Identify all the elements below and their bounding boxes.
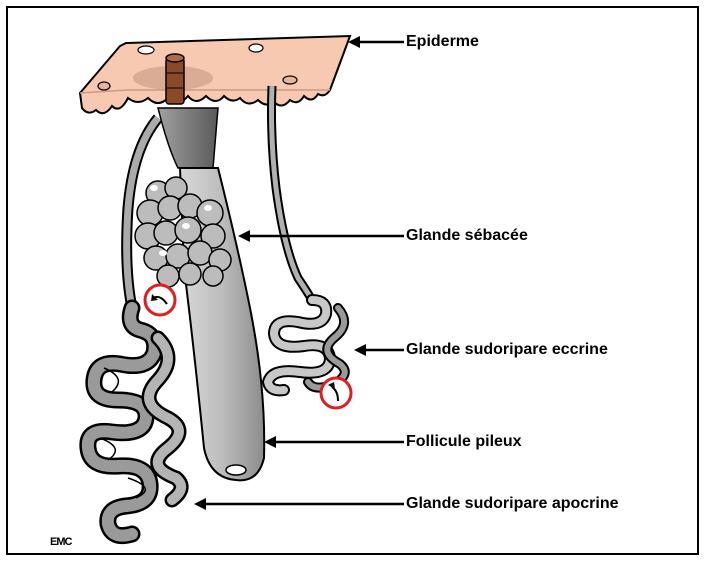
- diagram-frame: Epiderme Glande sébacée Glande sudoripar…: [6, 6, 699, 555]
- skin-anatomy-illustration: [8, 8, 697, 553]
- hair-shaft: [166, 54, 184, 104]
- emc-signature: EMC: [50, 536, 71, 548]
- highlight-circle-apocrine: [145, 285, 175, 315]
- label-epiderme: Epiderme: [406, 33, 479, 51]
- label-glande-sebacee: Glande sébacée: [406, 227, 528, 245]
- label-glande-apocrine: Glande sudoripare apocrine: [406, 495, 619, 513]
- label-glande-eccrine: Glande sudoripare eccrine: [406, 341, 608, 359]
- follicle-neck: [158, 108, 218, 168]
- label-follicule-pileux: Follicule pileux: [406, 433, 522, 451]
- epidermis: [80, 36, 350, 113]
- apocrine-gland: [88, 308, 181, 536]
- highlight-circle-eccrine: [321, 378, 351, 408]
- eccrine-duct: [272, 86, 313, 300]
